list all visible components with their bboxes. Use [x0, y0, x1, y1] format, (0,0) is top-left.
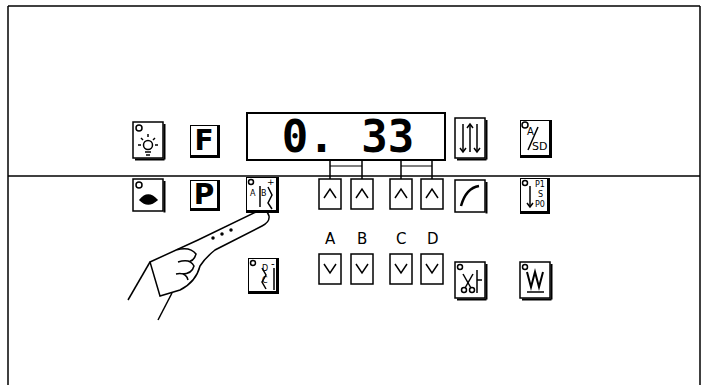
up-buttons [319, 179, 443, 209]
key-label: A [527, 127, 534, 137]
arrow-mark [529, 186, 531, 207]
column-letter: C [396, 232, 406, 247]
key-label: P1 [535, 181, 545, 189]
leader-line [361, 160, 363, 179]
needle-mark [259, 186, 261, 207]
auto-speed-key: A SD [520, 120, 552, 158]
down-buttons [319, 254, 443, 284]
seven-segment-display: 0. 33 [246, 112, 446, 161]
slow-start-button [133, 179, 165, 213]
leader-line [329, 160, 331, 179]
key-label: D [262, 265, 268, 273]
column-letter: B [357, 232, 367, 247]
leader-line [400, 160, 402, 179]
leader-line [401, 166, 432, 167]
stitch-mark [268, 187, 272, 209]
leader-line [431, 160, 433, 179]
program-key: P [190, 180, 220, 211]
column-letter: A [325, 232, 335, 247]
frame-line [7, 6, 9, 385]
key-label: C [262, 277, 268, 285]
needle-mark [273, 268, 275, 290]
needle-stop-key: P1S P0 [520, 178, 550, 214]
key-label: + [267, 178, 275, 187]
function-key: F [190, 125, 220, 158]
trimmer-button [455, 262, 487, 300]
frame-line [8, 5, 700, 7]
needle-button [455, 118, 487, 160]
key-label: P [194, 181, 215, 209]
end-tack-key: DC- [248, 258, 279, 294]
key-label: F [194, 127, 213, 155]
key-label: - [271, 259, 275, 269]
leader-line [330, 166, 362, 167]
soft-start-button [455, 180, 487, 214]
divider-line [8, 175, 700, 177]
indicator-led [249, 180, 254, 185]
arrow-mark [527, 203, 533, 207]
bartack-button [520, 262, 552, 300]
column-letter: D [427, 232, 439, 247]
backtack-key: AB+ [246, 177, 279, 213]
indicator-led [523, 181, 528, 186]
key-label: SD [532, 141, 547, 152]
indicator-led [251, 261, 256, 266]
key-label: S [538, 191, 543, 199]
frame-line [699, 6, 701, 385]
light-button [133, 122, 165, 160]
key-label: 0. 33 [282, 115, 414, 159]
key-label: P0 [535, 201, 545, 209]
key-label: B [261, 190, 267, 198]
key-label: A [250, 190, 255, 198]
